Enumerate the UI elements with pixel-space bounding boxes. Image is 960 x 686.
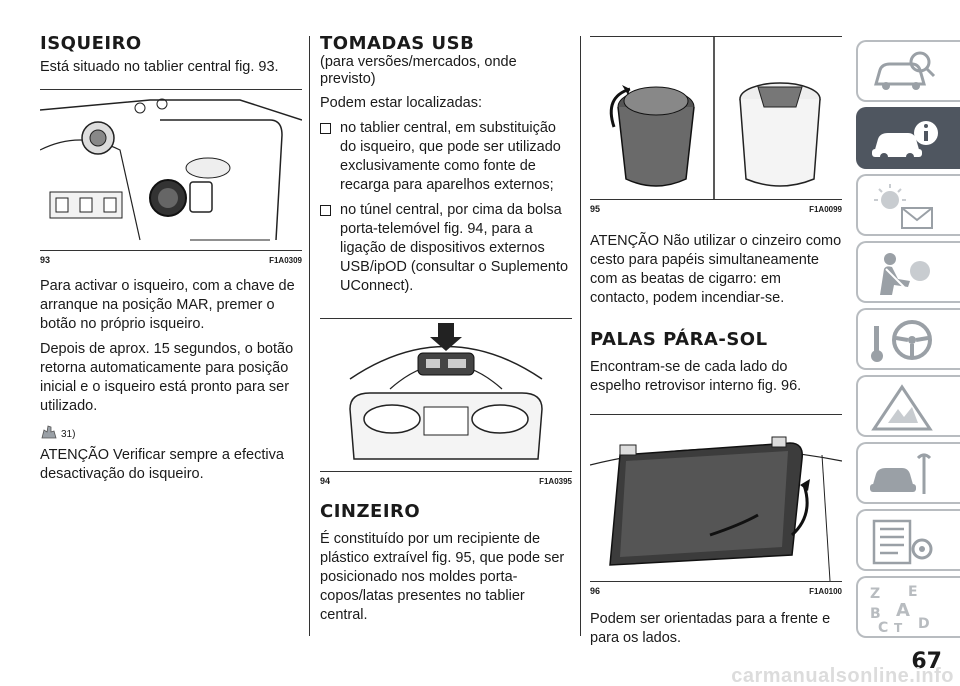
checkbox-bullet-icon	[320, 123, 331, 134]
sun-visor-illustration	[590, 436, 842, 581]
column-isqueiro: ISQUEIRO Está situado no tablier central…	[40, 0, 302, 484]
usb-bullet: no túnel central, por cima da bolsa port…	[320, 201, 572, 296]
figure-95: 95 F1A0099	[590, 36, 842, 214]
seat-airbag-icon	[880, 253, 930, 295]
tab-warning-lights[interactable]	[856, 174, 960, 236]
specifications-list-icon	[872, 519, 933, 565]
isqueiro-para1: Para activar o isqueiro, com a chave de …	[40, 278, 295, 332]
usb-socket-illustration	[349, 323, 543, 460]
figure-code: F1A0099	[809, 205, 842, 214]
figure-96: 96 F1A0100	[590, 414, 842, 596]
tab-car-search[interactable]	[856, 40, 960, 102]
figure-code: F1A0395	[539, 477, 572, 486]
warning-reference: 31)	[40, 424, 302, 440]
index-letter: T	[894, 621, 903, 634]
column-usb: TOMADAS USB (para versões/mercados, onde…	[320, 0, 572, 625]
usb-bullet: no tablier central, em substituição do i…	[320, 119, 572, 195]
car-search-icon	[874, 51, 936, 90]
figure-number: 93	[40, 255, 51, 265]
heading-tomadas-usb: TOMADAS USB	[320, 33, 475, 54]
alphabet-index-icon: Z E B A C T D	[870, 584, 930, 634]
figure-code: F1A0100	[809, 587, 842, 596]
warning-hand-icon	[41, 425, 57, 439]
usb-intro: Podem estar localizadas:	[320, 95, 482, 111]
index-letter: B	[870, 606, 881, 622]
tab-specifications[interactable]	[856, 509, 960, 571]
tab-maintenance[interactable]	[856, 442, 960, 504]
steering-wheel-icon	[871, 320, 932, 362]
cinzeiro-para: É constituído por um recipiente de plást…	[320, 531, 565, 623]
tab-seat-airbag[interactable]	[856, 241, 960, 303]
warning-lights-icon	[874, 184, 933, 229]
index-letter: A	[896, 600, 910, 621]
page-number: 67	[911, 649, 942, 674]
checkbox-bullet-icon	[320, 205, 331, 216]
palas-para1: Encontram-se de cada lado do espelho ret…	[590, 359, 802, 394]
car-tools-icon	[870, 453, 932, 494]
tab-alphabetical-index[interactable]: Z E B A C T D	[856, 576, 960, 638]
heading-palas-para-sol: PALAS PÁRA-SOL	[590, 329, 768, 350]
isqueiro-intro: Está situado no tablier central fig. 93.	[40, 59, 279, 75]
ashtray-illustration	[609, 37, 821, 199]
index-letter: E	[908, 584, 918, 600]
figure-94: 94 F1A0395	[320, 318, 572, 486]
index-letter: C	[878, 620, 888, 634]
chapter-tabs: Z E B A C T D	[856, 40, 960, 643]
palas-para2: Podem ser orientadas para a frente e par…	[590, 611, 831, 646]
cinzeiro-attention: ATENÇÃO Não utilizar o cinzeiro como ces…	[590, 233, 842, 306]
heading-cinzeiro: CINZEIRO	[320, 501, 421, 522]
figure-code: F1A0309	[269, 256, 302, 265]
tab-car-info[interactable]	[856, 107, 960, 169]
isqueiro-para2: Depois de aprox. 15 segundos, o botão re…	[40, 341, 294, 414]
column-divider	[580, 36, 581, 636]
tab-emergency[interactable]	[856, 375, 960, 437]
dashboard-lighter-illustration	[40, 98, 302, 241]
figure-number: 95	[590, 204, 601, 214]
figure-number: 94	[320, 476, 331, 486]
tab-steering-wheel[interactable]	[856, 308, 960, 370]
isqueiro-attention: ATENÇÃO Verificar sempre a efectiva desa…	[40, 447, 284, 482]
column-divider	[309, 36, 310, 636]
car-info-icon	[872, 121, 938, 161]
figure-number: 96	[590, 586, 601, 596]
warning-triangle-icon	[871, 384, 933, 431]
column-palas: 95 F1A0099 ATENÇÃO Não utilizar o cinzei…	[590, 0, 842, 648]
watermark: carmanualsonline.info	[731, 665, 954, 686]
usb-subheading: (para versões/mercados, onde previsto)	[320, 54, 517, 87]
heading-isqueiro: ISQUEIRO	[40, 33, 142, 54]
warning-ref-number: 31)	[61, 429, 76, 440]
index-letter: D	[918, 616, 930, 632]
index-letter: Z	[870, 586, 880, 602]
figure-93: 93 F1A0309	[40, 89, 302, 265]
